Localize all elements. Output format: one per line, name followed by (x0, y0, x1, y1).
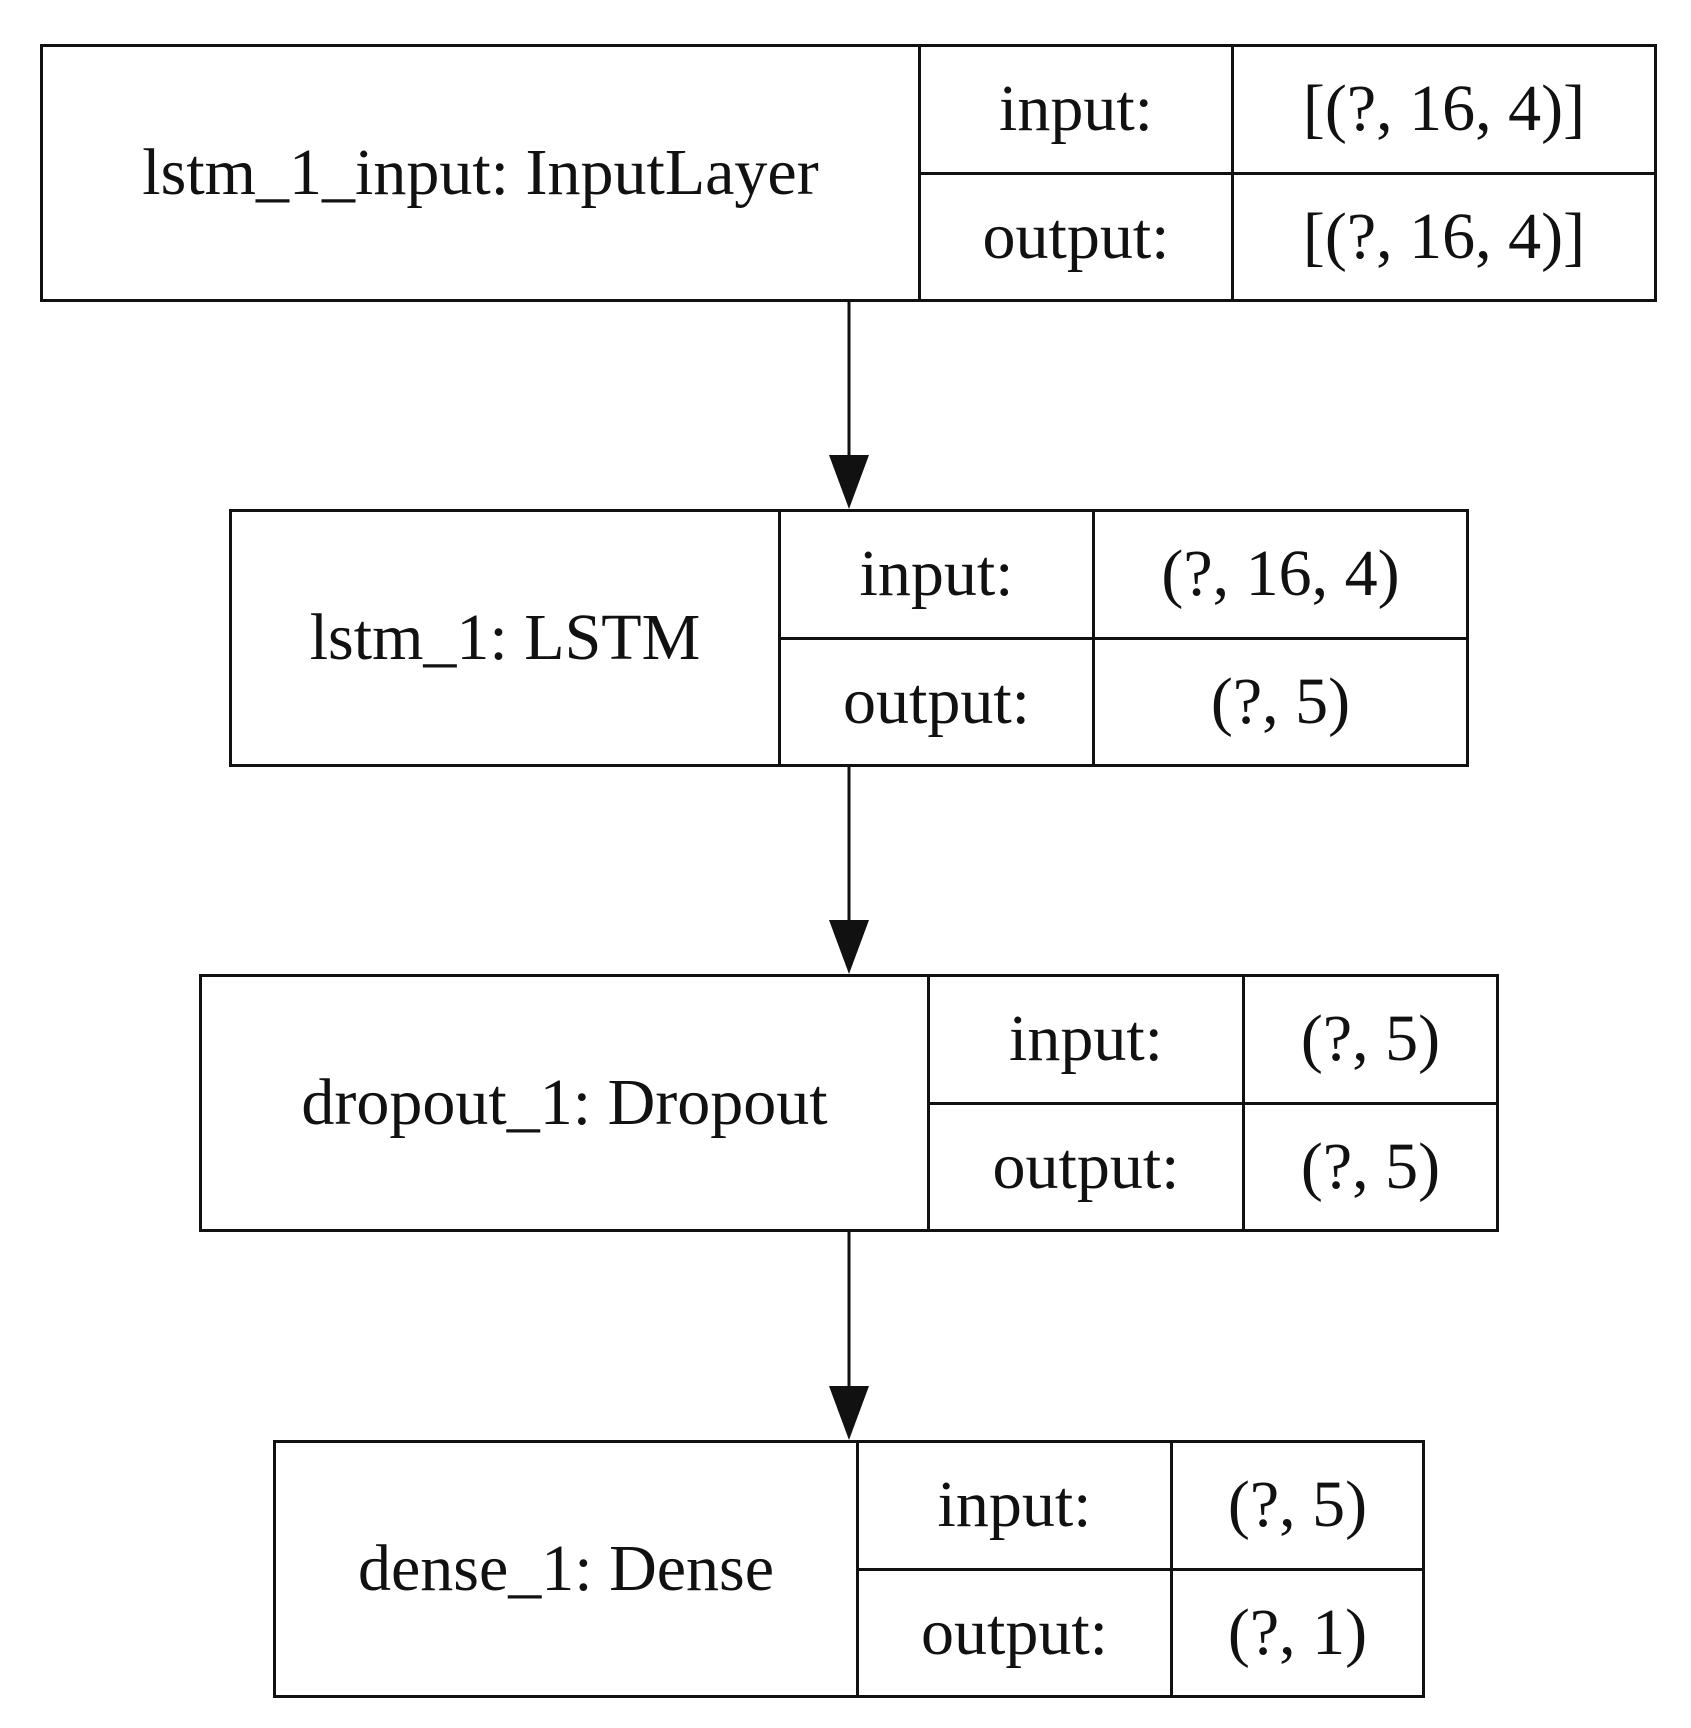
port-shapes: (?, 5) (?, 5) (1245, 977, 1496, 1229)
edge-arrow-dropout-to-dense (829, 1232, 869, 1440)
port-labels: input: output: (859, 1443, 1173, 1695)
edge-arrow-lstm-to-dropout (829, 767, 869, 974)
input-shape: (?, 5) (1173, 1443, 1422, 1571)
output-shape: (?, 5) (1300, 1129, 1441, 1203)
layer-node-dropout: dropout_1: Dropout input: output: (?, 5)… (199, 974, 1499, 1232)
layer-node-input: lstm_1_input: InputLayer input: output: … (40, 44, 1657, 302)
port-labels: input: output: (781, 512, 1095, 764)
layer-node-dense: dense_1: Dense input: output: (?, 5) (?,… (273, 1440, 1425, 1698)
output-shape: [(?, 16, 4)] (1302, 199, 1586, 273)
output-label: output: (982, 199, 1170, 273)
layer-node-lstm: lstm_1: LSTM input: output: (?, 16, 4) (… (229, 509, 1469, 767)
input-label: input: (921, 47, 1231, 175)
layer-name: lstm_1_input: InputLayer (43, 47, 921, 299)
input-shape: (?, 16, 4) (1095, 512, 1466, 640)
output-shape: (?, 5) (1210, 664, 1351, 738)
layer-name: dropout_1: Dropout (202, 977, 930, 1229)
port-labels: input: output: (930, 977, 1245, 1229)
output-shape: (?, 1) (1227, 1595, 1368, 1669)
input-label: input: (930, 977, 1242, 1105)
port-shapes: [(?, 16, 4)] [(?, 16, 4)] (1234, 47, 1654, 299)
input-shape: (?, 5) (1245, 977, 1496, 1105)
output-label: output: (920, 1595, 1108, 1669)
port-shapes: (?, 16, 4) (?, 5) (1095, 512, 1466, 764)
output-label: output: (842, 664, 1030, 738)
input-shape: [(?, 16, 4)] (1234, 47, 1654, 175)
input-label: input: (859, 1443, 1170, 1571)
input-label: input: (781, 512, 1092, 640)
layer-name: lstm_1: LSTM (232, 512, 781, 764)
port-shapes: (?, 5) (?, 1) (1173, 1443, 1422, 1695)
port-labels: input: output: (921, 47, 1234, 299)
layer-name: dense_1: Dense (276, 1443, 859, 1695)
edge-arrow-input-to-lstm (829, 302, 869, 509)
output-label: output: (992, 1129, 1180, 1203)
